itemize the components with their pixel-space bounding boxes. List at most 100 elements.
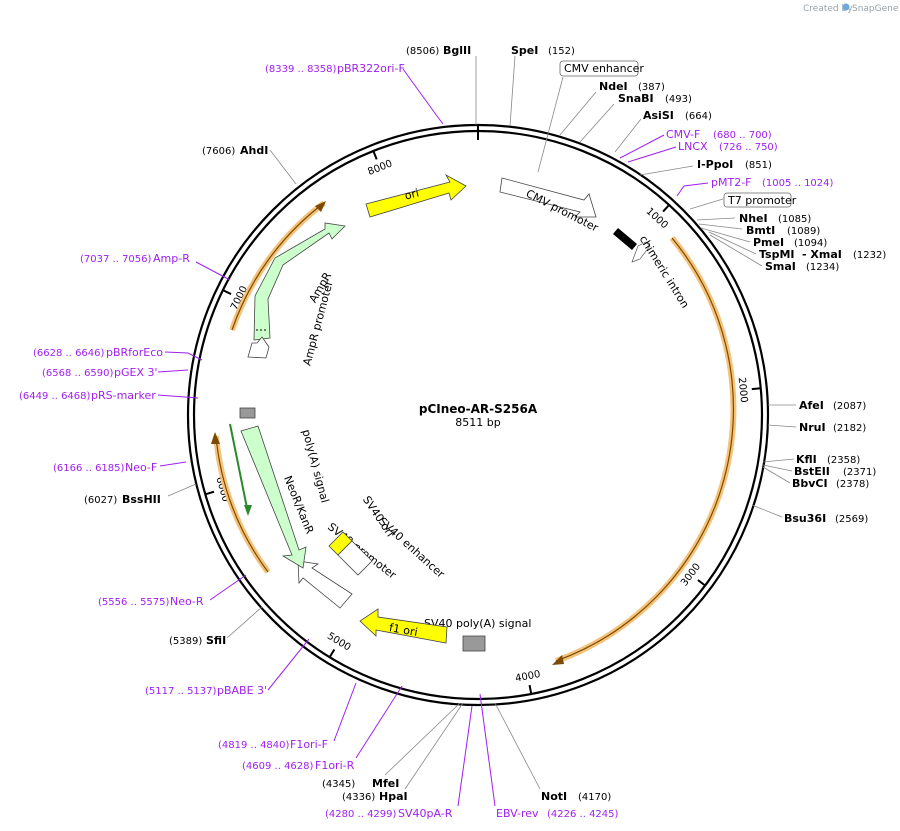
site-pos-smai: (1234) [806,262,839,273]
site-name-bmti: BmtI [746,224,775,237]
feature-f1-ori-label: f1 ori [388,621,419,639]
site-pos-bmti: (1089) [787,226,820,237]
primer-line-prs-marker [157,394,199,399]
site-pos-pmei: (1094) [794,238,827,249]
site-name-sfii: SfiI [206,634,226,647]
site-pos-bglii: (8506) [406,46,439,57]
primer-name-ebv-rev: EBV-rev [496,807,539,820]
site-name-tspmi: TspMI [759,248,795,261]
leader-tspmi [708,231,757,255]
cmv-enhancer-box [559,60,639,77]
site-name-asisi: AsiSI [643,109,674,122]
feature-polya-block [239,407,256,419]
primer-pos-pgex3: (6568 .. 6590) [42,368,114,379]
snapgene-credit: Created by SnapGene [803,3,899,14]
site-name-ahdi: AhdI [240,144,268,157]
leader-hpai [404,702,464,790]
credit-brand: SnapGene [852,4,899,14]
site-pos-nrui: (2182) [833,423,866,434]
site-name-smai: SmaI [765,260,796,273]
primer-name-pmt2-f: pMT2-F [711,176,752,189]
primer-pos-pbrforeco: (6628 .. 6646) [33,348,105,359]
plasmid-center: pCIneo-AR-S256A 8511 bp [419,402,538,429]
primer-pos-neo-f: (6166 .. 6185) [53,463,125,474]
leader-ndei [559,91,597,136]
site-pos-snabi: (493) [665,94,692,105]
site-pos-xmai: (1232) [853,250,886,261]
primer-line-pgex3 [157,369,189,373]
primer-pos-ebv-rev: (4226 .. 4245) [547,809,619,820]
primer-line-pbabe3 [267,638,310,691]
snapgene-logo-icon [842,3,850,11]
site-name-nhei: NheI [739,212,768,225]
feature-sv40-polya-block [462,635,486,652]
scale-tick-3000 [697,579,706,587]
site-pos-bsshii: (6027) [84,495,117,506]
primer-name-f1ori-f: F1ori-F [290,738,328,751]
feature-ori-label: ori [403,186,420,202]
site-name-bsshii: BssHII [122,493,161,506]
orf-arc-ar [554,236,737,664]
leader-kfli [762,458,795,463]
primer-line-pbr322ori-f [402,68,444,125]
orf-arc-ar-arrow [552,655,564,665]
leader-asisi [614,118,642,153]
feature-ampr-arrow [253,222,346,341]
site-name-pmei: PmeI [753,236,784,249]
backbone [186,123,770,707]
site-pos-bsu36i: (2569) [835,514,868,525]
leader-noti [494,702,541,790]
orf-arc-neo-arrow [211,432,220,444]
feature-ori-arrow [365,173,467,218]
primer-name-cmv-f: CMV-F [666,128,700,141]
primer-name-sv40pa-r: SV40pA-R [398,807,453,820]
primer-line-sv40pa-r [457,705,473,807]
site-pos-nhei: (1085) [778,214,811,225]
leader-lines [167,55,797,790]
primer-line-amp-r [195,261,231,281]
site-pos-kfli: (2358) [827,455,860,466]
leader-bmti [698,223,743,230]
features: ori CMV promoter chimeric intron SV40 po… [229,60,797,652]
primer-pos-pbr322ori-f: (8339 .. 8358) [265,64,337,75]
site-name-noti: NotI [541,790,567,803]
site-name-mfei: MfeI [372,777,399,790]
site-pos-bbvci: (2378) [836,479,869,490]
primer-line-cmv-f [619,134,665,159]
primer-pos-sv40pa-r: (4280 .. 4299) [325,809,397,820]
leader-ahdi [269,149,297,185]
primer-name-pbrforeco: pBRforEco [106,346,163,359]
cmv-enhancer-label: CMV enhancer [564,62,644,75]
scale-tick-8000 [372,150,378,160]
leader-spei [509,55,516,127]
scale-tick-1000 [662,204,670,213]
scale-tick-label-4000: 4000 [514,669,541,685]
feature-chimeric-intron-arrow [631,241,651,263]
feature-ampr-promoter-arrow [247,336,270,359]
leader-t7 [689,198,724,210]
feature-sv40-polya-label: SV40 poly(A) signal [424,617,531,630]
scale-tick-5000 [328,648,336,658]
primer-name-pbabe3: pBABE 3' [217,684,267,697]
feature-polya-label: poly(A) signal [299,428,331,504]
primer-name-f1ori-r: F1ori-R [315,759,355,772]
plasmid-length: 8511 bp [455,416,500,429]
t7-promoter-box [723,192,792,208]
site-pos-afei: (2087) [833,401,866,412]
scale-tick-7000 [222,289,232,295]
site-pos-asisi: (664) [685,111,712,122]
site-name-nrui: NruI [799,421,826,434]
credit-prefix: Created by [803,4,853,14]
feature-f1-ori-arrow [359,608,448,644]
feature-chimeric-intron-block [613,228,637,250]
primer-line-neo-r [209,574,247,601]
site-pos-mfei: (4345) [322,779,355,790]
orf-arc-ar-line [555,237,735,662]
primer-pos-neo-r: (5556 .. 5575) [98,597,170,608]
t7-promoter-label: T7 promoter [727,194,797,207]
feature-neor-orf-arrow [244,505,252,516]
leader-nhei [696,217,736,221]
leader-cmv-enhancer [537,76,564,173]
feature-sv40-promoter-arrow [297,560,353,609]
restriction-site-labels: (8506) BglII SpeI (152) NdeI (387) SnaBI… [84,44,886,803]
